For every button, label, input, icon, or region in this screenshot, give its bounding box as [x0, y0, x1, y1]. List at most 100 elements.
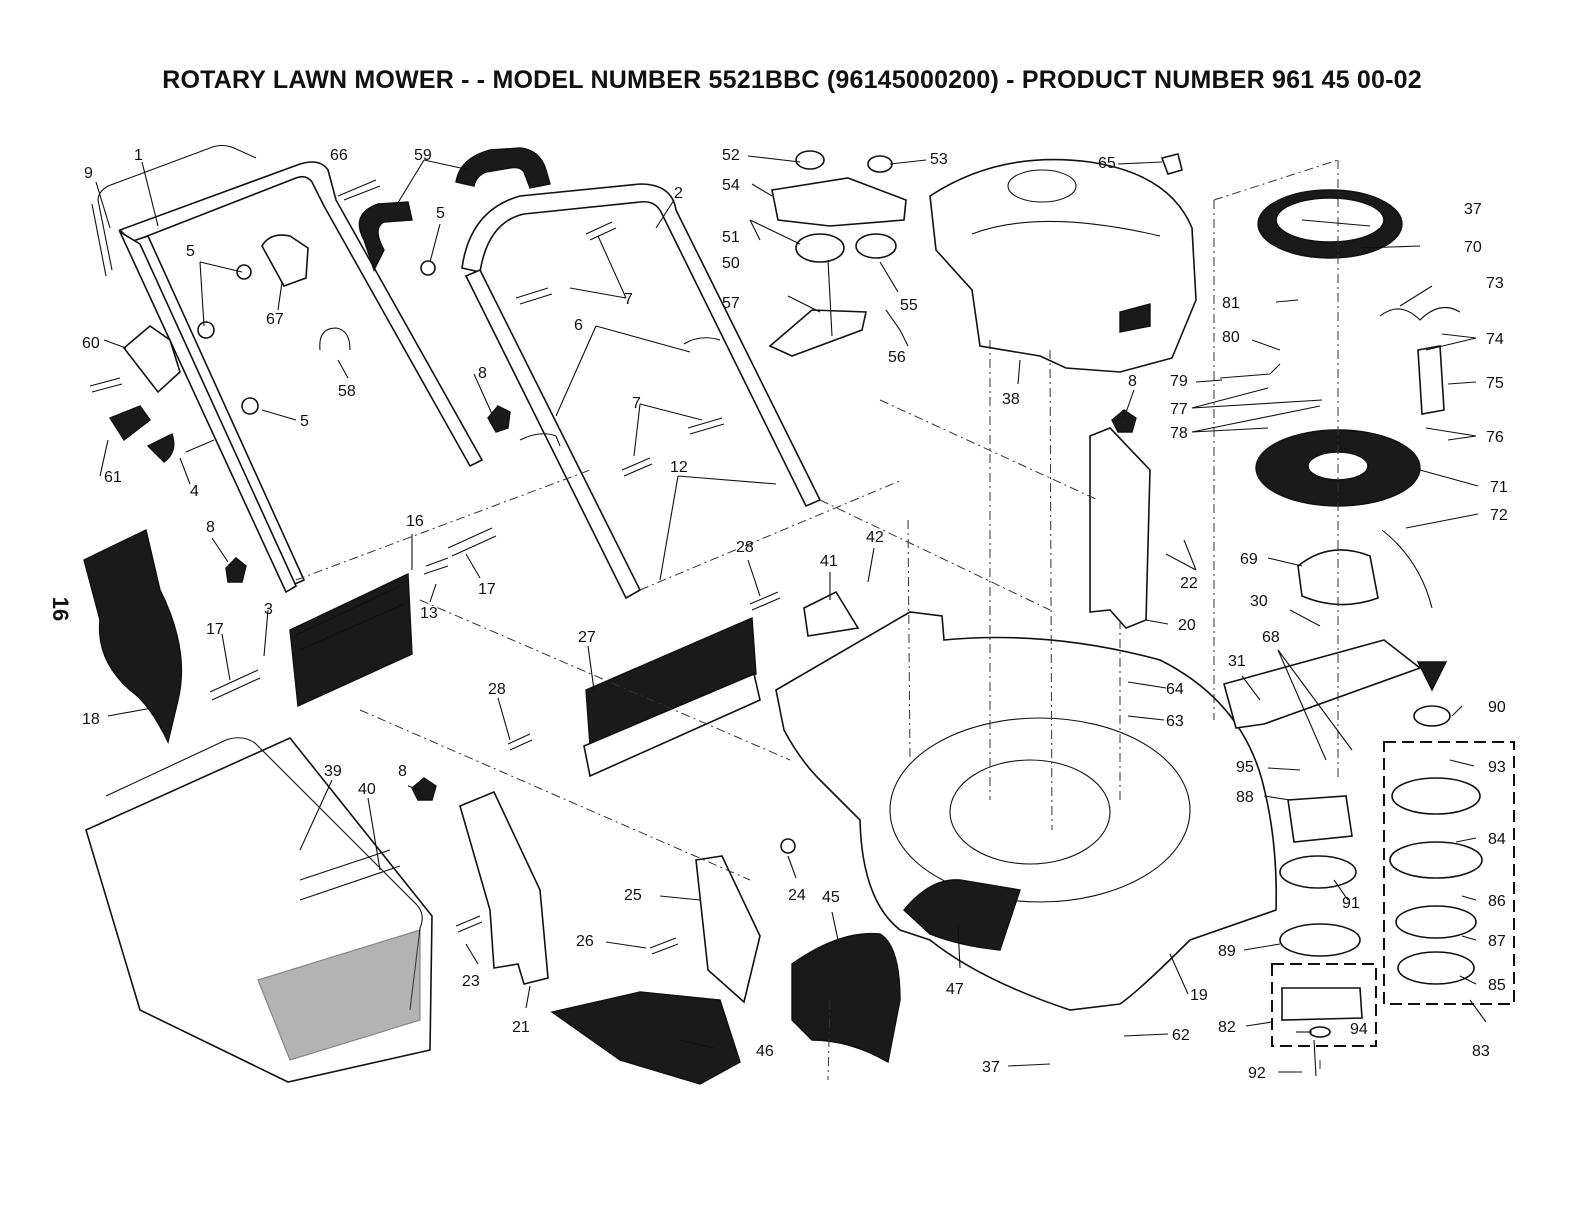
- callout-46: 46: [756, 1043, 774, 1060]
- callout-92: 92: [1248, 1065, 1266, 1082]
- callout-16: 16: [406, 513, 424, 530]
- callout-80: 80: [1222, 329, 1240, 346]
- engine-38: [929, 158, 1197, 373]
- callout-39: 39: [324, 763, 342, 780]
- callout-20: 20: [1178, 617, 1196, 634]
- callout-57: 57: [722, 295, 740, 312]
- callout-37b: 37: [982, 1059, 1000, 1076]
- callout-3: 3: [264, 601, 273, 618]
- callout-52: 52: [722, 147, 740, 164]
- callout-45: 45: [822, 889, 840, 906]
- callout-56: 56: [888, 349, 906, 366]
- callout-23: 23: [462, 973, 480, 990]
- callout-55: 55: [900, 297, 918, 314]
- callout-28b: 28: [488, 681, 506, 698]
- callout-7b: 7: [632, 395, 641, 412]
- callout-81: 81: [1222, 295, 1240, 312]
- callout-12: 12: [670, 459, 688, 476]
- callout-1: 1: [134, 147, 143, 164]
- callout-42: 42: [866, 529, 884, 546]
- callout-89: 89: [1218, 943, 1236, 960]
- height-adjust-bracket-left: [459, 790, 549, 985]
- mower-deck-19: [775, 427, 1278, 1011]
- page-title: ROTARY LAWN MOWER - - MODEL NUMBER 5521B…: [162, 66, 1422, 94]
- axle-cover-and-plate: [550, 590, 901, 1085]
- callout-28a: 28: [736, 539, 754, 556]
- callout-95: 95: [1236, 759, 1254, 776]
- callout-21: 21: [512, 1019, 530, 1036]
- callout-77: 77: [1170, 401, 1188, 418]
- bolts-and-nuts: [89, 179, 964, 955]
- callout-6: 6: [574, 317, 583, 334]
- callout-41: 41: [820, 553, 838, 570]
- callout-63: 63: [1166, 713, 1184, 730]
- callout-60: 60: [82, 335, 100, 352]
- callout-27: 27: [578, 629, 596, 646]
- callout-61: 61: [104, 469, 122, 486]
- callout-26: 26: [576, 933, 594, 950]
- handle-upper-assembly: [91, 144, 484, 594]
- callout-17a: 17: [478, 581, 496, 598]
- callout-66: 66: [330, 147, 348, 164]
- callout-numbers: 9 1 66 59 5 2 52 53 65 37 54 51 55 70 50…: [82, 147, 1508, 1082]
- callout-13: 13: [420, 605, 438, 622]
- callout-67: 67: [266, 311, 284, 328]
- callout-17b: 17: [206, 621, 224, 638]
- callout-8d: 8: [398, 763, 407, 780]
- callout-82: 82: [1218, 1019, 1236, 1036]
- callout-84: 84: [1488, 831, 1506, 848]
- callout-75: 75: [1486, 375, 1504, 392]
- callout-30: 30: [1250, 593, 1268, 610]
- callout-72: 72: [1490, 507, 1508, 524]
- callout-74: 74: [1486, 331, 1504, 348]
- callout-62: 62: [1172, 1027, 1190, 1044]
- callout-19: 19: [1190, 987, 1208, 1004]
- callout-51: 51: [722, 229, 740, 246]
- callout-73: 73: [1486, 275, 1504, 292]
- callout-8c: 8: [206, 519, 215, 536]
- rear-door-and-shafts: [289, 557, 761, 778]
- callout-38: 38: [1002, 391, 1020, 408]
- handle-tubes-and-brackets: [108, 147, 1137, 801]
- callout-85: 85: [1488, 977, 1506, 994]
- callout-5b: 5: [186, 243, 195, 260]
- callout-59: 59: [414, 147, 432, 164]
- callout-18: 18: [82, 711, 100, 728]
- callout-9: 9: [84, 165, 93, 182]
- callout-88: 88: [1236, 789, 1254, 806]
- callout-90: 90: [1488, 699, 1506, 716]
- callout-76: 76: [1486, 429, 1504, 446]
- callout-58: 58: [338, 383, 356, 400]
- grass-catcher-bag: [85, 737, 433, 1083]
- callout-69: 69: [1240, 551, 1258, 568]
- callout-25: 25: [624, 887, 642, 904]
- callout-7a: 7: [624, 291, 633, 308]
- callout-65: 65: [1098, 155, 1116, 172]
- callout-40: 40: [358, 781, 376, 798]
- callout-24: 24: [788, 887, 806, 904]
- callout-31: 31: [1228, 653, 1246, 670]
- callout-83: 83: [1472, 1043, 1490, 1060]
- callout-8a: 8: [478, 365, 487, 382]
- callout-79: 79: [1170, 373, 1188, 390]
- callout-5c: 5: [300, 413, 309, 430]
- callout-5: 5: [436, 205, 445, 222]
- drive-clutch-stack: [1271, 705, 1515, 1077]
- callout-4: 4: [190, 483, 199, 500]
- callout-22: 22: [1180, 575, 1198, 592]
- callout-54: 54: [722, 177, 740, 194]
- callout-64: 64: [1166, 681, 1184, 698]
- callout-68: 68: [1262, 629, 1280, 646]
- callout-91: 91: [1342, 895, 1360, 912]
- callout-2: 2: [674, 185, 683, 202]
- handle-lower-assembly: [461, 183, 822, 600]
- callout-93: 93: [1488, 759, 1506, 776]
- callout-leaders: [95, 155, 1487, 1073]
- callout-87: 87: [1488, 933, 1506, 950]
- rear-flap-handle-18: [83, 528, 183, 745]
- callout-86: 86: [1488, 893, 1506, 910]
- pulley-bracket-parts: [768, 150, 1183, 357]
- blade-brake-clutch-assembly: [1219, 189, 1461, 729]
